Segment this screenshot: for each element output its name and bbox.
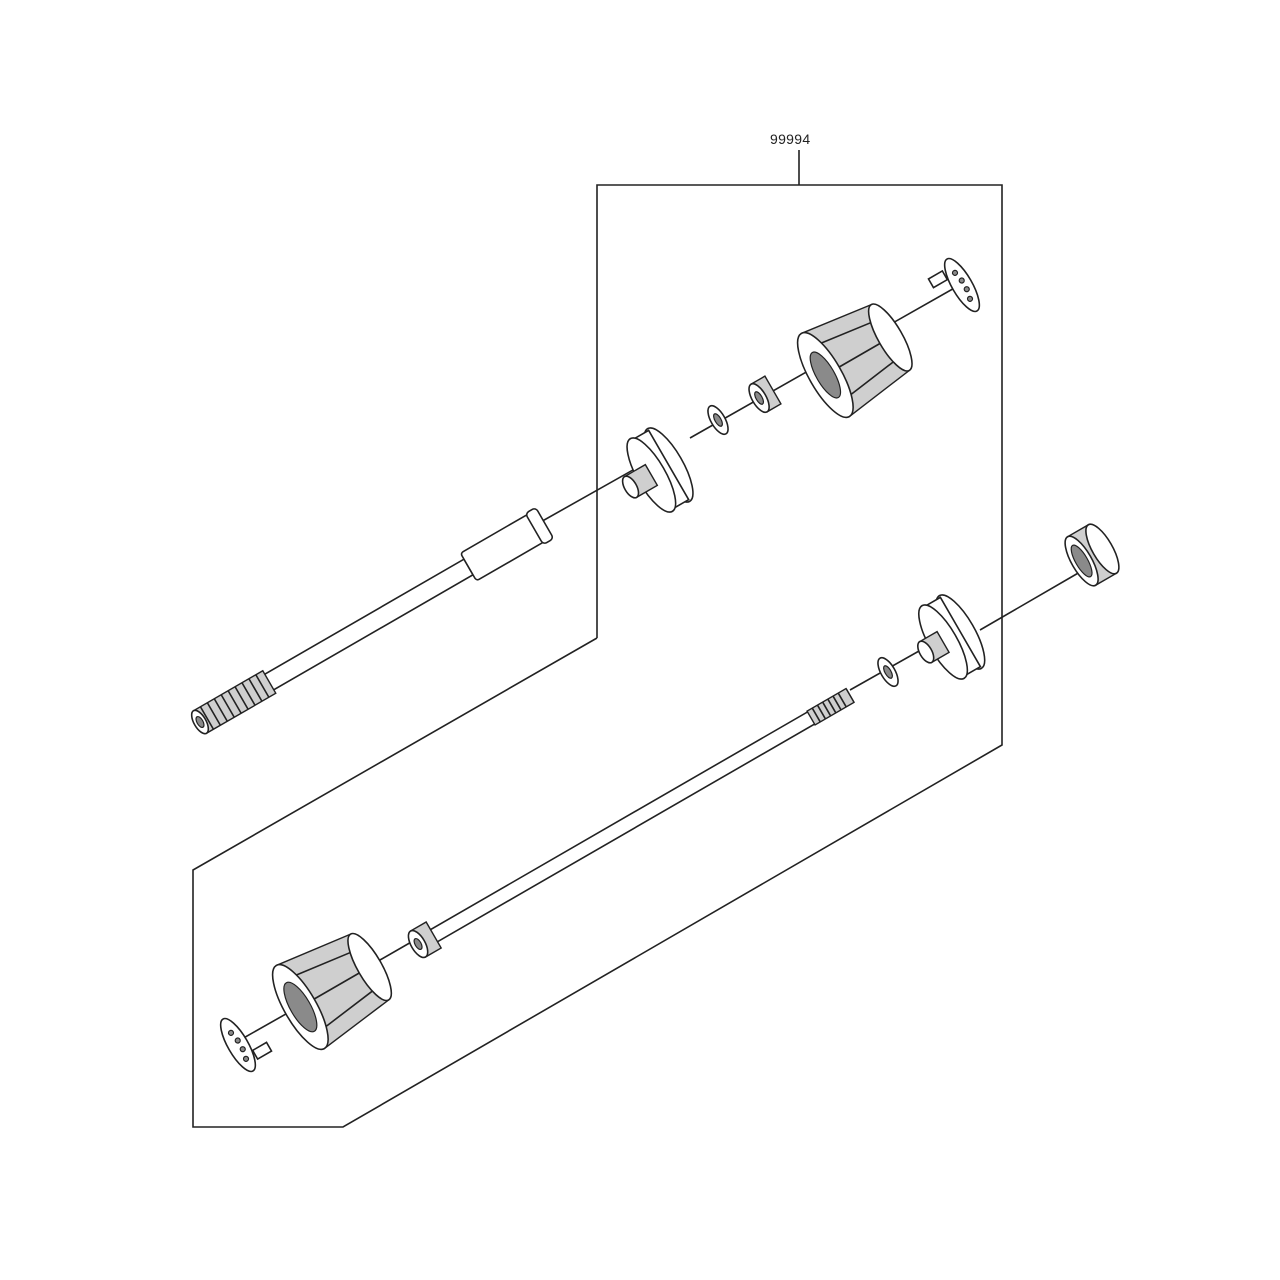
kit-part-number-label[interactable]: 99994: [770, 131, 811, 147]
upper-end-cap: [796, 303, 913, 419]
lower-collar: [1064, 523, 1120, 587]
axis-line: [529, 465, 641, 529]
lower-washer: [877, 656, 899, 688]
lower-spacer: [917, 594, 986, 680]
kit-boundary: [192, 184, 1003, 1128]
upper-washer: [707, 404, 729, 436]
lower-nut: [407, 921, 443, 959]
lower-end-cap: [271, 932, 393, 1051]
lower-rod: [425, 687, 855, 946]
upper-nut: [748, 375, 782, 414]
lower-cover-plate: [219, 1017, 273, 1073]
upper-shaft: [190, 508, 554, 735]
upper-cover-plate: [927, 257, 981, 313]
axis-line: [979, 571, 1081, 631]
upper-spacer: [621, 427, 694, 513]
